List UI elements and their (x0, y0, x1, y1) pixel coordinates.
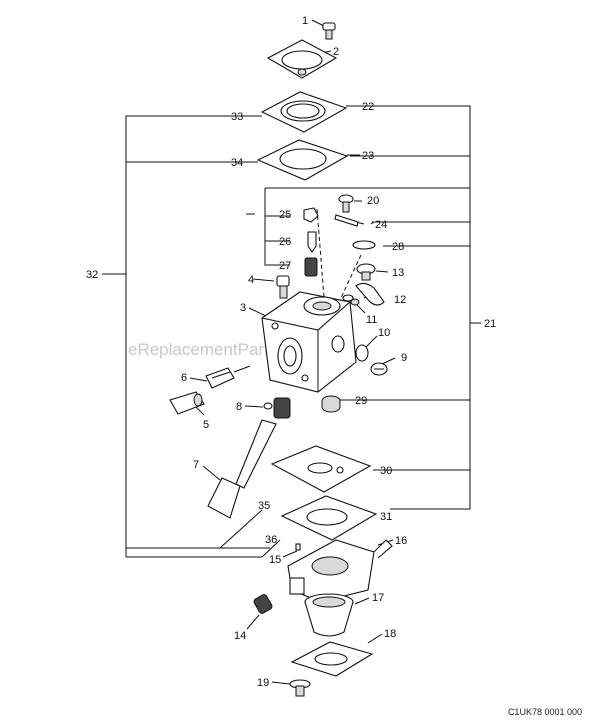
callout-labels: 1 2 3 4 5 6 7 8 9 10 11 12 13 14 15 16 1… (86, 15, 496, 689)
callout-14: 14 (234, 630, 246, 642)
part-20-screw (338, 194, 354, 213)
part-31-diaphragm (280, 495, 378, 541)
callout-27: 27 (279, 260, 291, 272)
part-25-lever (303, 207, 319, 223)
part-9-screw (370, 362, 388, 376)
callout-6: 6 (181, 372, 187, 384)
part-8-spring (263, 397, 291, 419)
part-27-spring (304, 257, 318, 277)
part-2-pump-cover (266, 39, 338, 79)
part-5-shaft (169, 391, 205, 415)
part-14-spring (253, 594, 273, 614)
callout-16: 16 (395, 535, 407, 547)
part-6-valve (205, 365, 251, 389)
callout-33: 33 (231, 111, 243, 123)
callout-36: 36 (265, 534, 277, 546)
part-17-primer-bulb (304, 593, 354, 637)
callout-29: 29 (355, 395, 367, 407)
part-23-gasket (256, 139, 349, 181)
callout-32: 32 (86, 269, 98, 281)
figure-code: C1UK78 0001 000 (507, 707, 582, 717)
callout-24: 24 (375, 219, 387, 231)
callout-31: 31 (380, 511, 392, 523)
callout-34: 34 (231, 157, 243, 169)
callout-35: 35 (258, 500, 270, 512)
callout-23: 23 (362, 150, 374, 162)
callout-1: 1 (302, 15, 308, 27)
callout-9: 9 (401, 352, 407, 364)
part-28-ring (352, 240, 376, 250)
callout-30: 30 (380, 465, 392, 477)
callout-7: 7 (193, 459, 199, 471)
callout-8: 8 (236, 401, 242, 413)
part-13-screw (356, 263, 376, 281)
part-3-carburetor-body (261, 291, 357, 393)
callout-3: 3 (240, 302, 246, 314)
part-29-cap (321, 395, 341, 413)
callout-15: 15 (269, 554, 281, 566)
callout-17: 17 (372, 592, 384, 604)
part-12-bracket (355, 282, 385, 306)
callout-22: 22 (362, 101, 374, 113)
part-18-retainer (290, 641, 374, 677)
part-19-screw (289, 679, 311, 697)
part-10-plug (355, 344, 369, 362)
callout-2: 2 (333, 46, 339, 58)
part-1-screw (322, 22, 336, 40)
part-15-pin (295, 543, 301, 551)
part-24-pin (334, 214, 359, 227)
callout-19: 19 (257, 677, 269, 689)
callout-18: 18 (384, 628, 396, 640)
part-4-jet (276, 275, 290, 299)
part-7-throttle-shaft (207, 419, 277, 519)
callout-12: 12 (394, 294, 406, 306)
callout-11: 11 (366, 314, 377, 326)
part-11-washer (342, 294, 360, 306)
callout-4: 4 (248, 274, 254, 286)
callout-20: 20 (367, 195, 379, 207)
callout-21: 21 (484, 318, 496, 330)
callout-28: 28 (392, 241, 404, 253)
callout-25: 25 (279, 209, 291, 221)
callout-13: 13 (392, 267, 404, 279)
callout-10: 10 (378, 327, 390, 339)
part-16-pump-body (287, 539, 393, 603)
callout-26: 26 (279, 236, 291, 248)
part-22-diaphragm (260, 91, 348, 133)
bracket-lines (102, 105, 481, 558)
part-30-gasket (270, 445, 372, 493)
callout-5: 5 (203, 419, 209, 431)
part-26-needle (307, 231, 317, 253)
